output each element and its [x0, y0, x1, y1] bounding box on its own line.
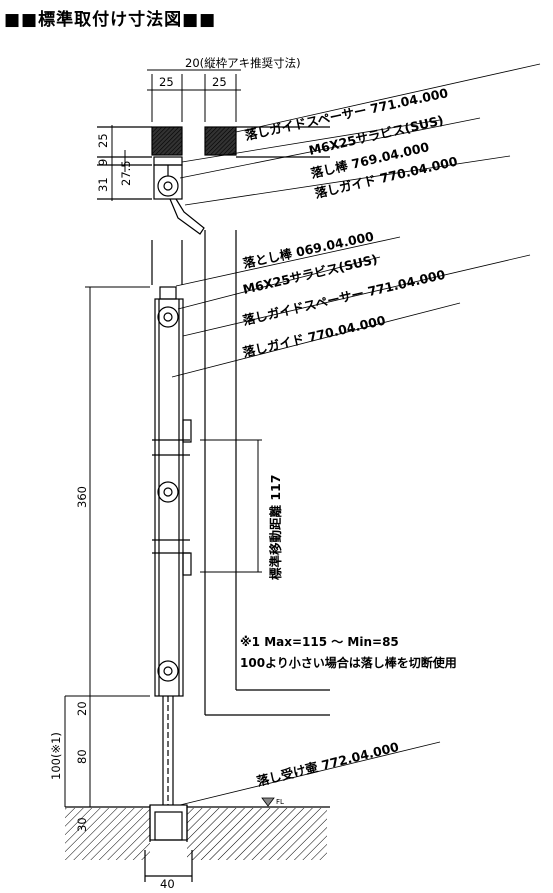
top-callout-leaders	[179, 63, 541, 206]
drop-rod-assembly	[152, 286, 192, 830]
dim-height-31: 31	[96, 177, 110, 192]
top-callouts: 落しガイドスペーサー 771.04.000 M6X25サラビス(SUS) 落し棒…	[244, 85, 460, 201]
dim-height-9: 9	[96, 159, 110, 166]
floor-level-label: FL	[276, 798, 284, 806]
frame-lines	[151, 230, 330, 716]
floor-section	[65, 804, 330, 882]
page-title: ■■標準取付け寸法図■■	[4, 9, 217, 30]
dim-width-40: 40	[160, 877, 175, 891]
travel-dimension	[200, 439, 262, 573]
callout-receiver: 落し受け壷 772.04.000	[255, 739, 401, 789]
dim-height-27-5: 27.5	[119, 160, 133, 186]
mid-callouts: 落とし棒 069.04.000 M6X25サラビス(SUS) 落しガイドスペーサ…	[241, 228, 447, 359]
dim-height-100: 100(※1)	[49, 732, 63, 780]
dim-width-right: 25	[212, 75, 227, 89]
dim-height-25: 25	[96, 133, 110, 148]
left-height-dimensions	[111, 125, 126, 201]
top-section-detail	[97, 126, 330, 235]
note-range: ※1 Max=115 ～ Min=85	[240, 635, 399, 649]
floor-level-mark: FL	[261, 797, 284, 807]
dim-top-gap: 20(縦枠アキ推奨寸法)	[185, 56, 301, 70]
dim-height-80: 80	[75, 749, 89, 764]
height-360-dimension	[64, 286, 150, 807]
dim-height-360: 360	[75, 486, 89, 508]
note-cut: 100より小さい場合は落し棒を切断使用	[240, 655, 457, 670]
top-width-dimensions	[147, 69, 241, 122]
mid-callout-leaders	[171, 236, 531, 378]
receiver-callout: 落し受け壷 772.04.000	[179, 739, 441, 806]
dim-travel-distance: 標準移動距離 117	[268, 475, 283, 580]
dim-width-left: 25	[159, 75, 174, 89]
dim-height-20: 20	[75, 701, 89, 716]
